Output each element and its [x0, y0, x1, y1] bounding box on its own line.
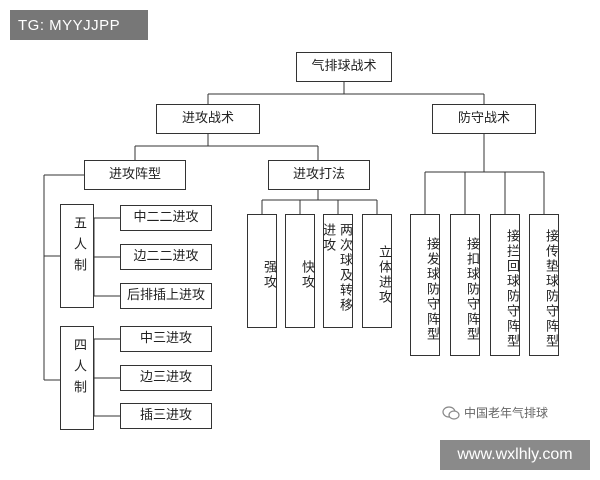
- five-item-3: 后排插上进攻: [120, 283, 212, 309]
- four-person-label: 四人制: [71, 338, 86, 401]
- four-item-2: 边三进攻: [120, 365, 212, 391]
- five-person-group: [60, 204, 94, 308]
- wechat-icon: [442, 405, 460, 420]
- four-person-group: [60, 326, 94, 430]
- defense-item-3: 接拦回球防守阵型: [490, 214, 520, 356]
- offense-node: 进攻战术: [156, 104, 260, 134]
- tactic-item-3: 两次球及转移进攻: [320, 214, 353, 328]
- formation-node: 进攻阵型: [84, 160, 186, 190]
- source-text: 中国老年气排球: [464, 406, 549, 420]
- five-item-1: 中二二进攻: [120, 205, 212, 231]
- defense-item-4: 接传垫球防守阵型: [529, 214, 559, 356]
- root-node: 气排球战术: [296, 52, 392, 82]
- tg-watermark: TG: MYYJJPP: [10, 10, 148, 40]
- source-watermark: 中国老年气排球: [442, 404, 548, 421]
- defense-node: 防守战术: [432, 104, 536, 134]
- tactic-item-1: 强攻: [247, 214, 277, 328]
- defense-item-2: 接扣球防守阵型: [450, 214, 480, 356]
- tactics-node: 进攻打法: [268, 160, 370, 190]
- four-item-1: 中三进攻: [120, 326, 212, 352]
- defense-item-1: 接发球防守阵型: [410, 214, 440, 356]
- four-item-3: 插三进攻: [120, 403, 212, 429]
- five-person-label: 五人制: [71, 216, 86, 279]
- url-watermark: www.wxlhly.com: [440, 440, 590, 470]
- tactic-item-2: 快攻: [285, 214, 315, 328]
- tactic-item-4: 立体进攻: [362, 214, 392, 328]
- five-item-2: 边二二进攻: [120, 244, 212, 270]
